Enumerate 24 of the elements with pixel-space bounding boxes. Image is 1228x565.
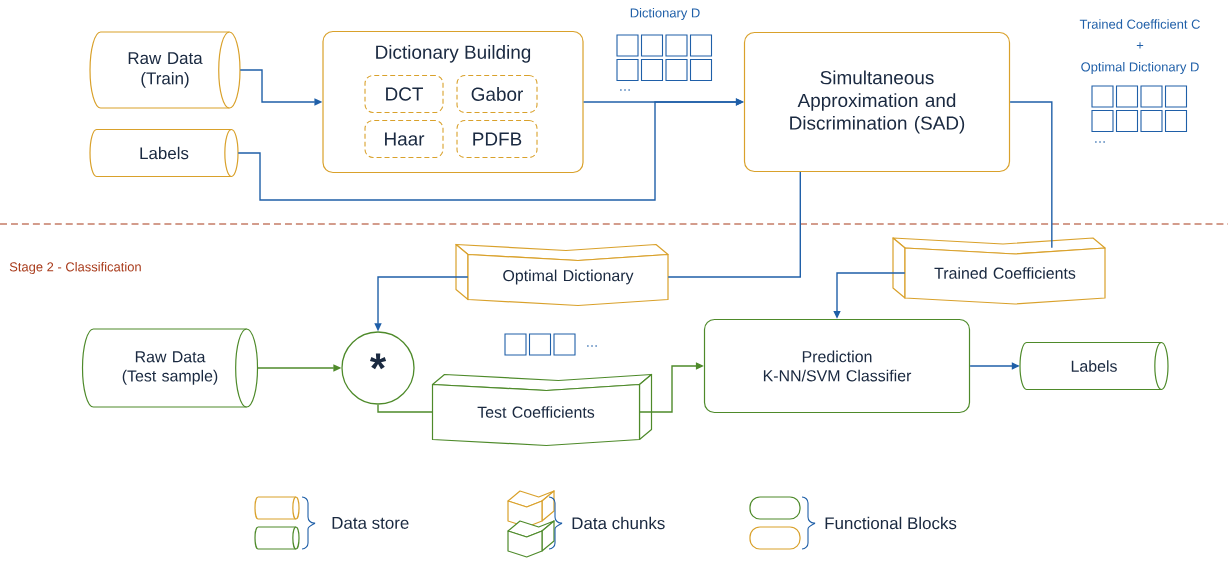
data-store-cylinder: Raw Data (Train): [89, 31, 241, 109]
ellipsis: …: [1095, 141, 1105, 143]
label-text: Dictionary D: [630, 7, 700, 21]
label-text: Optimal Dictionary D: [1081, 61, 1199, 75]
label-text: Trained Coefficient C: [1079, 19, 1200, 29]
process-box: Simultaneous Approximation and Discrimination (SAD): [743, 31, 1011, 173]
data-store-cylinder: Raw Data (Test sample): [81, 328, 259, 408]
data-store-cylinder: Labels: [1019, 341, 1169, 391]
method-box: DCT: [364, 74, 444, 114]
data-chunk: Trained Coefficients: [892, 237, 1106, 305]
process-box: Prediction K-NN/SVM Classifier: [703, 318, 971, 414]
method-box: PDFB: [456, 119, 538, 159]
method-box: Haar: [364, 119, 444, 159]
ellipsis: …: [620, 89, 630, 91]
stage-heading: Stage 2 - Classification: [9, 261, 141, 275]
legend-text: Data chunks: [572, 516, 665, 530]
legend-text: Data store: [332, 517, 409, 529]
legend-text: Functional Blocks: [825, 516, 957, 530]
data-chunk: Test Coefficients: [431, 373, 653, 447]
data-chunk: Optimal Dictionary: [455, 243, 669, 307]
data-store-cylinder: Labels: [89, 128, 239, 178]
label-text: +: [1136, 42, 1144, 49]
ellipsis: …: [587, 345, 597, 347]
method-box: Gabor: [456, 74, 538, 114]
